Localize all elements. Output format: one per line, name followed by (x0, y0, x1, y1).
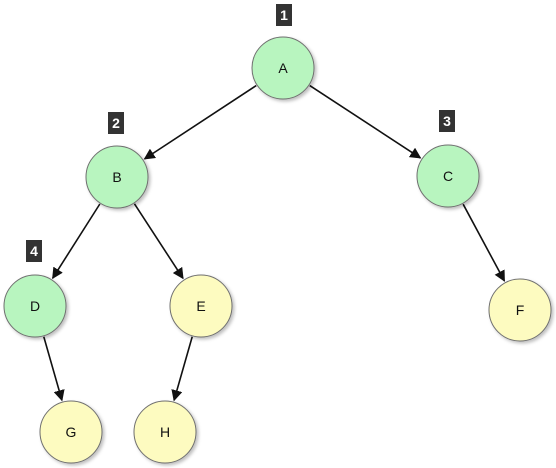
edge-a-b (143, 84, 257, 160)
order-badge-1: 1 (276, 4, 292, 26)
node-label: G (66, 424, 77, 440)
badge-box (276, 4, 292, 26)
node-circle (39, 400, 103, 464)
node-circle (416, 144, 480, 208)
edge-a-c (309, 84, 422, 159)
badge-label: 1 (280, 7, 288, 23)
node-label: C (443, 168, 453, 184)
node-label: B (112, 169, 121, 185)
badge-box (108, 112, 124, 134)
node-f: F (488, 278, 552, 342)
order-badge-4: 4 (26, 240, 42, 262)
node-d: D (3, 274, 67, 338)
node-label: D (30, 298, 40, 314)
nodes-layer: A B C D E F G H (3, 36, 552, 464)
badge-label: 4 (30, 243, 38, 259)
node-circle (3, 274, 67, 338)
node-h: H (133, 400, 197, 464)
node-circle (133, 400, 197, 464)
node-label: A (278, 60, 288, 76)
node-b: B (85, 145, 149, 209)
order-badge-2: 2 (108, 112, 124, 134)
edge-b-e (133, 203, 184, 280)
node-circle (85, 145, 149, 209)
node-g: G (39, 400, 103, 464)
edge-e-h (171, 336, 193, 402)
order-badge-3: 3 (439, 110, 455, 132)
node-e: E (169, 274, 233, 338)
node-circle (169, 274, 233, 338)
node-c: C (416, 144, 480, 208)
edge-c-f (462, 203, 506, 282)
badge-label: 3 (443, 113, 451, 129)
edge-b-d (52, 203, 101, 280)
edges-layer (43, 84, 506, 402)
node-a: A (251, 36, 315, 100)
node-label: F (516, 302, 525, 318)
badge-label: 2 (112, 115, 120, 131)
badge-box (26, 240, 42, 262)
node-label: H (160, 424, 170, 440)
edge-d-g (43, 336, 65, 402)
node-label: E (196, 298, 205, 314)
node-circle (488, 278, 552, 342)
node-circle (251, 36, 315, 100)
badge-box (439, 110, 455, 132)
badges-layer: 1 2 3 4 (26, 4, 455, 262)
